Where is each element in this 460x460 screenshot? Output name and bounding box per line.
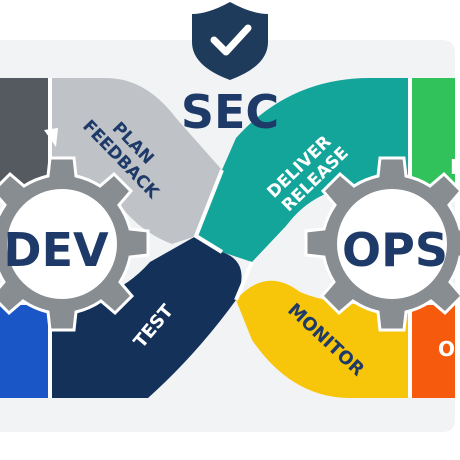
deliver-release-segment	[196, 78, 410, 262]
left-bottom-segment	[0, 305, 50, 398]
dev-label: DEV	[3, 223, 109, 277]
monitor-segment	[236, 280, 410, 398]
test-segment	[50, 236, 242, 398]
right-bottom-partial-label: OP	[438, 337, 460, 361]
right-top-partial-label: D	[450, 155, 460, 179]
right-bottom-segment	[410, 305, 455, 398]
sec-label: SEC	[181, 85, 279, 139]
right-top-segment	[410, 78, 455, 186]
shield-check-icon	[192, 2, 268, 80]
left-top-segment	[0, 78, 50, 186]
ops-label: OPS	[342, 223, 448, 277]
plan-feedback-segment	[50, 78, 222, 244]
